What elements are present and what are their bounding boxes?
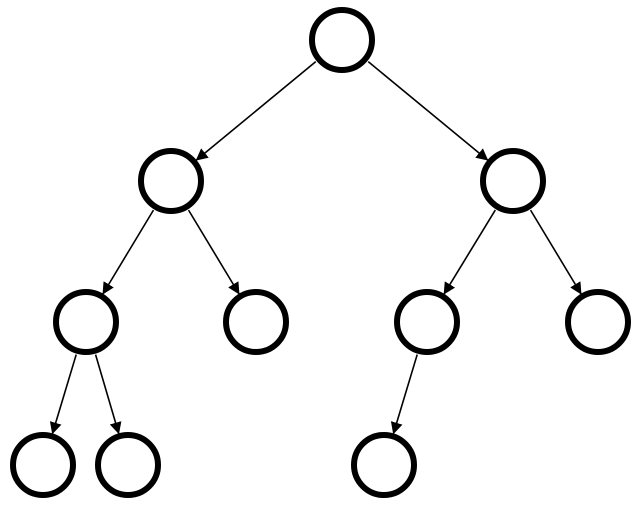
tree-node-n6	[394, 289, 460, 355]
tree-node-n5	[223, 289, 289, 355]
node-circle	[223, 289, 289, 355]
edge-n3-n7	[529, 209, 582, 295]
tree-node-n2	[138, 148, 204, 214]
nodes-layer	[10, 7, 631, 498]
edges-layer	[49, 61, 582, 435]
edge-n2-n5	[187, 209, 240, 295]
edge-n3-n6	[443, 209, 496, 295]
node-circle	[480, 148, 546, 214]
edge-n4-n8	[49, 354, 77, 435]
tree-node-n9	[95, 432, 161, 498]
tree-node-n10	[351, 432, 417, 498]
tree-node-n7	[565, 289, 631, 355]
tree-node-n3	[480, 148, 546, 214]
edge-n6-n10	[390, 354, 418, 435]
node-circle	[309, 7, 375, 73]
node-circle	[10, 432, 76, 498]
node-circle	[351, 432, 417, 498]
node-circle	[95, 432, 161, 498]
tree-node-n1	[309, 7, 375, 73]
node-circle	[138, 148, 204, 214]
edge-n1-n3	[367, 61, 489, 161]
edge-n2-n4	[102, 209, 155, 295]
node-circle	[565, 289, 631, 355]
edge-n4-n9	[94, 354, 122, 435]
node-circle	[394, 289, 460, 355]
tree-node-n8	[10, 432, 76, 498]
node-circle	[53, 289, 119, 355]
tree-node-n4	[53, 289, 119, 355]
edge-n1-n2	[195, 61, 317, 161]
